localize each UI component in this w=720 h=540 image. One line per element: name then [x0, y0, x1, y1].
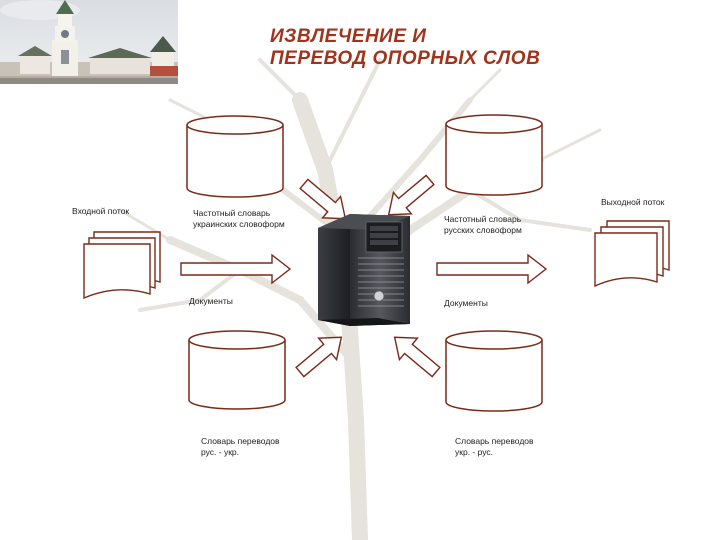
label-dict-rus-ukr-line2: рус. - укр.	[201, 447, 280, 458]
db-cylinder-ukr-freq	[187, 116, 283, 197]
label-dict-ukr-rus-line2: укр. - рус.	[455, 447, 534, 458]
arrow-server-to-docs-right	[437, 255, 546, 283]
slide-title-line2: ПЕРЕВОД ОПОРНЫХ СЛОВ	[270, 48, 590, 70]
label-ukr-freq-line2: украинских словоформ	[193, 219, 285, 230]
label-output-stream: Выходной поток	[601, 197, 664, 208]
slide-title-line1: ИЗВЛЕЧЕНИЕ И	[270, 26, 590, 48]
arrow-dict-rus-ukr-to-server	[291, 327, 350, 383]
arrow-docs-left-to-server	[181, 255, 290, 283]
documents-stack-input	[84, 232, 160, 298]
label-dict-rus-ukr-line1: Словарь переводов	[201, 436, 280, 447]
label-rus-freq-dict: Частотный словарь русских словоформ	[444, 214, 522, 236]
slide-title: ИЗВЛЕЧЕНИЕ И ПЕРЕВОД ОПОРНЫХ СЛОВ	[270, 26, 590, 70]
kremlin-photo	[0, 0, 178, 84]
label-documents-right: Документы	[444, 298, 488, 309]
label-input-stream: Входной поток	[72, 206, 129, 217]
label-ukr-freq-dict: Частотный словарь украинских словоформ	[193, 208, 285, 230]
label-dict-ukr-rus: Словарь переводов укр. - рус.	[455, 436, 534, 458]
db-cylinder-dict-ukr-rus	[446, 331, 542, 411]
db-cylinder-dict-rus-ukr	[189, 331, 285, 409]
arrow-dict-ukr-rus-to-server	[386, 327, 445, 383]
label-dict-rus-ukr: Словарь переводов рус. - укр.	[201, 436, 280, 458]
label-documents-left: Документы	[189, 296, 233, 307]
server-tower	[318, 214, 410, 326]
label-rus-freq-line1: Частотный словарь	[444, 214, 522, 225]
documents-stack-output	[595, 221, 669, 286]
db-cylinder-rus-freq	[446, 115, 542, 195]
label-ukr-freq-line1: Частотный словарь	[193, 208, 285, 219]
label-rus-freq-line2: русских словоформ	[444, 225, 522, 236]
label-dict-ukr-rus-line1: Словарь переводов	[455, 436, 534, 447]
